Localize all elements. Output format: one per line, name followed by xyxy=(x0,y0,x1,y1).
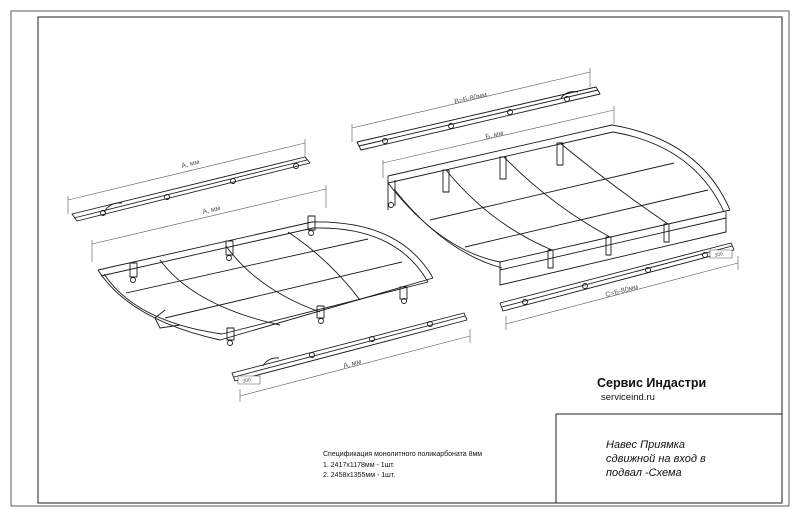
dim-label-a-top: А, мм xyxy=(181,159,200,170)
dim-line-c xyxy=(505,256,739,330)
rail-mark-left: 300 xyxy=(242,377,252,385)
left-canopy-frame xyxy=(97,215,434,346)
dim-line-a-bottom xyxy=(239,329,471,402)
spec-item-1: 1. 2417x1178мм - 1шт. xyxy=(323,462,395,469)
dim-line-b-minus xyxy=(351,68,591,142)
dim-label-b-minus: В=Б-80мм xyxy=(454,92,488,106)
spec-title: Спецификация монолитного поликарбоната 8… xyxy=(323,451,483,458)
dim-label-c: С=Б-80мм xyxy=(605,284,639,299)
title-line-2: сдвижной на вход в xyxy=(606,453,706,465)
dim-label-b: Б, мм xyxy=(485,130,504,141)
left-bottom-rail xyxy=(231,312,468,385)
right-canopy-frame xyxy=(387,124,731,286)
outer-border xyxy=(10,10,790,507)
spec-item-2: 2. 2458x1355мм - 1шт. xyxy=(323,472,396,479)
left-top-rail xyxy=(71,156,311,222)
rail-mark-right: 300 xyxy=(714,251,724,259)
dim-label-a-frame: А, мм xyxy=(202,205,221,216)
dim-line-b xyxy=(382,106,615,178)
inner-border xyxy=(37,16,783,504)
dim-line-a-frame xyxy=(91,185,327,262)
dim-line-a-top xyxy=(67,139,306,214)
dim-label-a-bottom: А, мм xyxy=(343,359,363,370)
title-line-1: Навес Приямка xyxy=(606,439,686,451)
right-bottom-rail xyxy=(499,242,735,312)
company-name: Сервис Индастри xyxy=(597,376,707,390)
right-top-rail xyxy=(356,86,601,151)
title-line-3: подвал -Схема xyxy=(606,467,682,479)
company-site: serviceind.ru xyxy=(601,392,655,403)
